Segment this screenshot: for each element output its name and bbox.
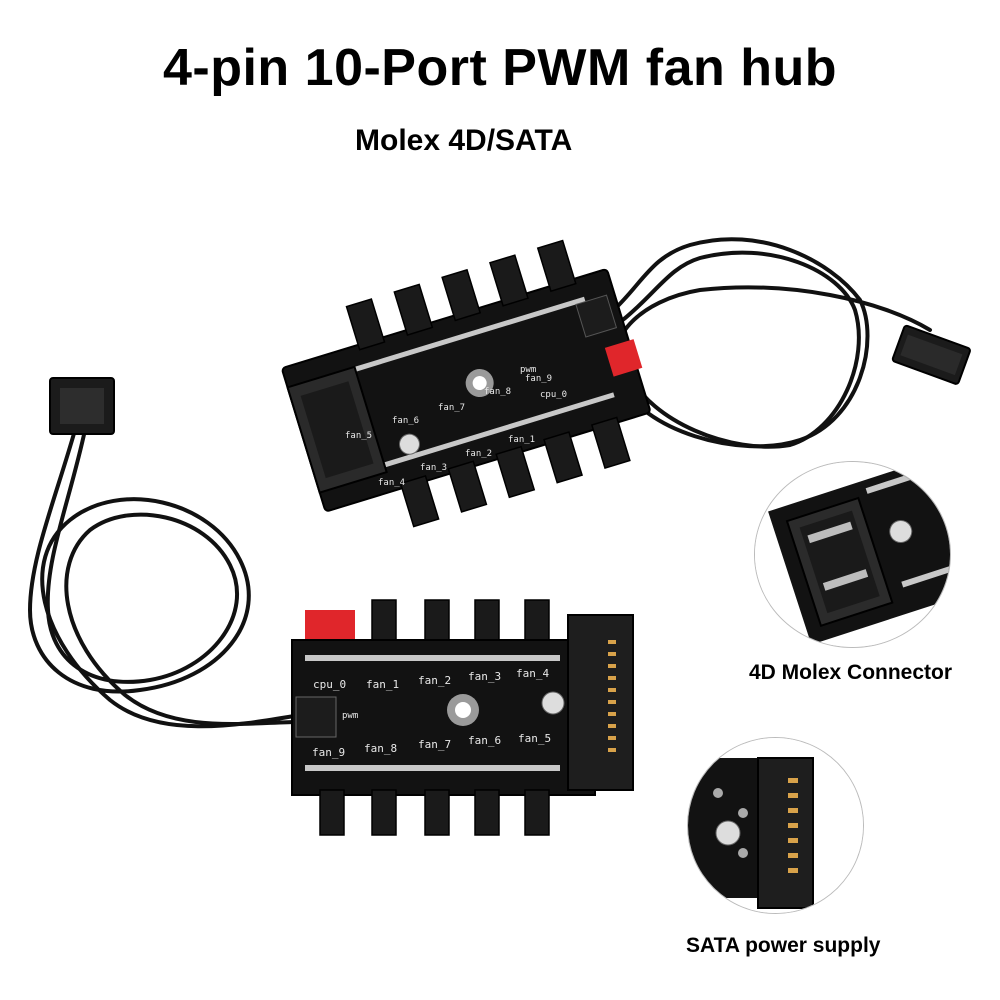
sata-inset xyxy=(688,738,863,913)
label-b-pwm: pwm xyxy=(342,711,358,721)
sata-connector-icon xyxy=(688,738,863,913)
pwm-cable-top xyxy=(578,237,932,449)
bottom-board-labels: cpu_0 fan_1 fan_2 fan_3 fan_4 fan_9 fan_… xyxy=(312,667,551,759)
label-fan9: fan_9 xyxy=(525,374,552,384)
fan-hub-board-bottom xyxy=(291,599,634,836)
label-b-fan7: fan_7 xyxy=(418,738,451,751)
label-b-cpu0: cpu_0 xyxy=(313,678,346,691)
label-fan8: fan_8 xyxy=(484,387,511,397)
label-b-fan4: fan_4 xyxy=(516,667,549,680)
fan-plug-top-right xyxy=(891,324,971,385)
label-b-fan1: fan_1 xyxy=(366,678,399,691)
sata-caption: SATA power supply xyxy=(686,934,881,957)
label-fan3: fan_3 xyxy=(420,463,447,473)
pwm-cable-bottom xyxy=(27,428,302,729)
molex-connector-icon xyxy=(755,462,950,647)
label-pwm-top: pwm xyxy=(520,365,536,375)
label-b-fan5: fan_5 xyxy=(518,732,551,745)
label-b-fan9: fan_9 xyxy=(312,746,345,759)
label-fan6: fan_6 xyxy=(392,416,419,426)
label-fan7: fan_7 xyxy=(438,403,465,413)
fan-plug-top-left xyxy=(49,377,115,435)
molex-inset xyxy=(755,462,950,647)
molex-caption: 4D Molex Connector xyxy=(749,661,953,684)
sata-connector xyxy=(567,614,634,791)
label-b-fan2: fan_2 xyxy=(418,674,451,687)
page-subtitle: Molex 4D/SATA xyxy=(355,124,573,157)
fan-hub-board-top xyxy=(281,239,651,528)
label-b-fan3: fan_3 xyxy=(468,670,501,683)
label-b-fan6: fan_6 xyxy=(468,734,501,747)
pwm-connector xyxy=(295,696,337,738)
top-board-labels: fan_5 fan_6 fan_7 fan_8 fan_9 fan_4 fan_… xyxy=(345,365,567,488)
label-fan1: fan_1 xyxy=(508,435,535,445)
page-title: 4-pin 10-Port PWM fan hub xyxy=(162,39,838,97)
label-fan5: fan_5 xyxy=(345,431,372,441)
label-cpu0: cpu_0 xyxy=(540,390,567,400)
label-fan2: fan_2 xyxy=(465,449,492,459)
label-fan4: fan_4 xyxy=(378,478,405,488)
label-b-fan8: fan_8 xyxy=(364,742,397,755)
